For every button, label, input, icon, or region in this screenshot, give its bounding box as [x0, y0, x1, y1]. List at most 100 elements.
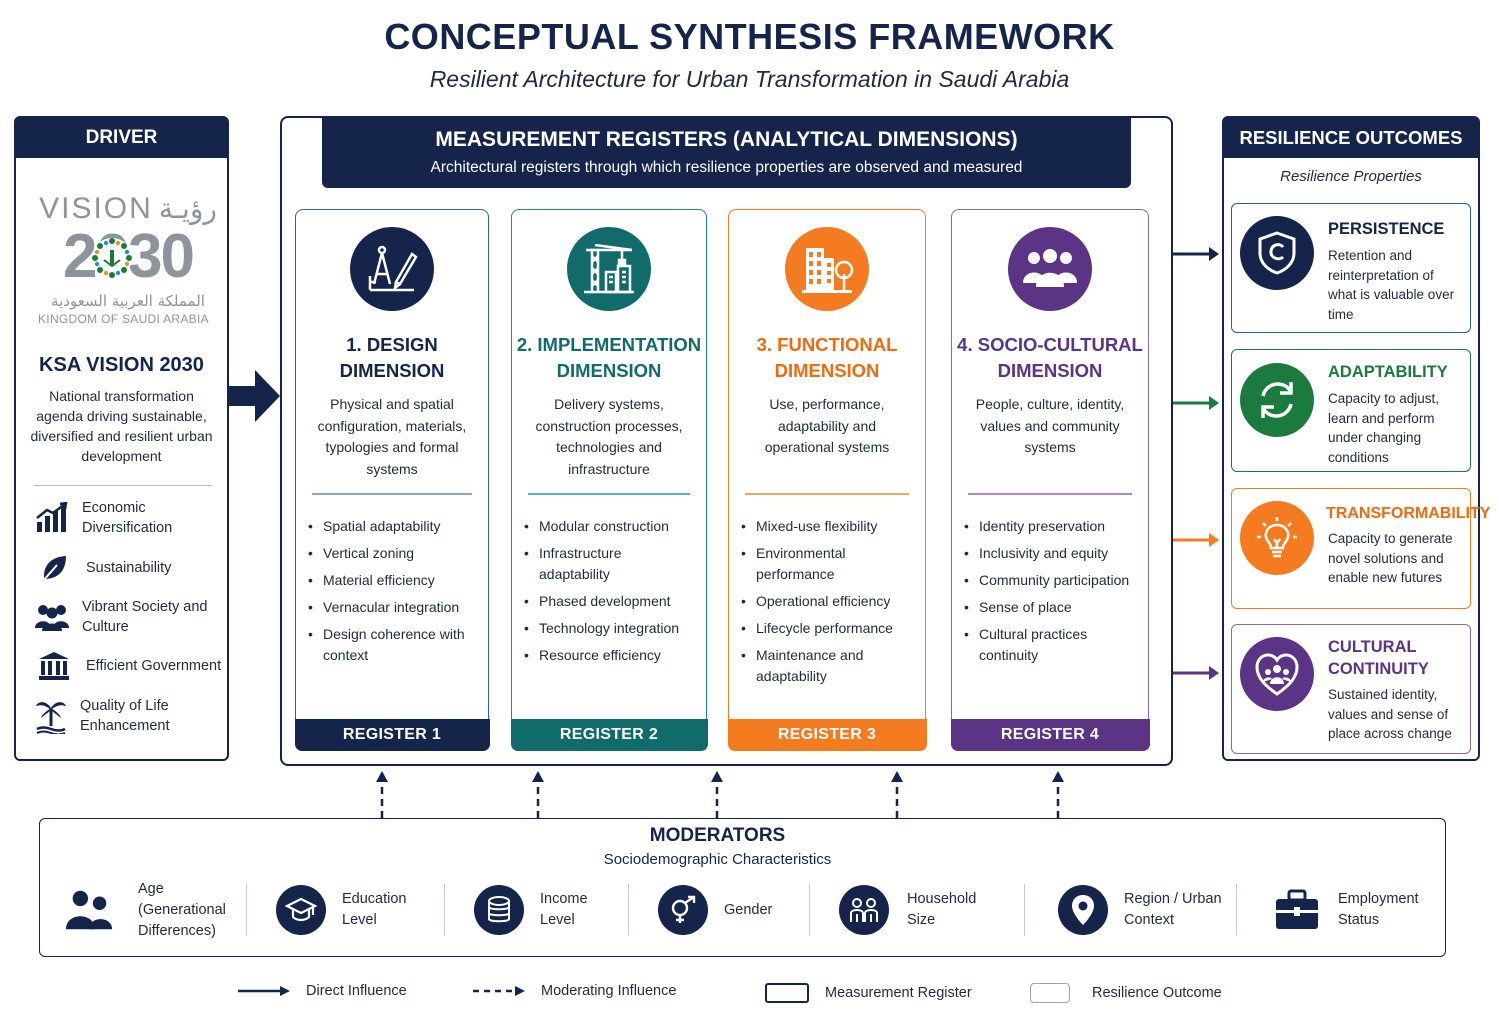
palm-tree-icon	[34, 698, 68, 734]
card-divider	[968, 493, 1132, 495]
list-item: Design coherence with context	[308, 624, 478, 666]
moderators-subtitle: Sociodemographic Characteristics	[603, 851, 832, 868]
legend-label: Moderating Influence	[541, 983, 677, 999]
list-item: Vernacular integration	[308, 597, 478, 618]
outcome-title: CULTURAL CONTINUITY	[1328, 638, 1429, 678]
driver-panel: DRIVER VISION رؤيـة 2030 المملكة العربية…	[14, 116, 229, 761]
pillar-vibrant-society: Vibrant Society and Culture	[34, 597, 224, 637]
drafting-tools-icon	[350, 227, 434, 311]
card-divider	[528, 493, 690, 495]
moderating-arrow-icon	[1052, 771, 1064, 818]
community-icon	[1008, 227, 1092, 311]
heart-people-icon	[1240, 637, 1314, 711]
card-divider	[745, 493, 909, 495]
moderator-separator	[809, 884, 810, 936]
moderator-separator	[628, 884, 629, 936]
register-card-socio-cultural: 4. SOCIO-CULTURAL DIMENSION People, cult…	[950, 209, 1150, 751]
coins-icon	[474, 885, 524, 935]
card-title-line2: DIMENSION	[774, 360, 880, 381]
register-label: REGISTER 1	[294, 718, 490, 751]
outcome-description: Capacity to adjust, learn and perform un…	[1328, 391, 1440, 465]
dashed-arrow-icon	[473, 986, 525, 996]
graduation-cap-icon	[276, 885, 326, 935]
page-subtitle: Resilient Architecture for Urban Transfo…	[429, 66, 1070, 92]
card-title-line1: 4. SOCIO-CULTURAL	[957, 334, 1143, 355]
moderator-education: Education Level	[276, 880, 422, 940]
arrow-to-persistence-icon	[1173, 247, 1219, 261]
pillar-sustainability: Sustainability	[34, 550, 224, 586]
pillar-quality-of-life: Quality of Life Enhancement	[34, 696, 224, 736]
leaf-icon	[34, 550, 74, 586]
list-item: Phased development	[524, 591, 696, 612]
moderator-employment: Employment Status	[1272, 880, 1438, 940]
outcome-description: Sustained identity, values and sense of …	[1328, 687, 1452, 741]
outcomes-subheading: Resilience Properties	[1280, 168, 1422, 185]
card-items: Spatial adaptability Vertical zoning Mat…	[308, 516, 478, 672]
moderating-arrow-icon	[891, 771, 903, 818]
outcome-swatch	[1030, 983, 1070, 1003]
card-divider	[312, 493, 472, 495]
moderator-label: Gender	[724, 901, 773, 918]
logo-vision-word: VISION	[39, 192, 153, 225]
list-item: Sense of place	[964, 597, 1138, 618]
moderator-separator	[1024, 884, 1025, 936]
legend-label: Measurement Register	[825, 985, 972, 1001]
card-title-line1: 2. IMPLEMENTATION	[516, 334, 702, 355]
card-title: 2. IMPLEMENTATION DIMENSION	[512, 332, 706, 384]
arrow-to-transformability-icon	[1173, 533, 1219, 547]
moderator-separator	[1236, 884, 1237, 936]
lightbulb-icon	[1240, 501, 1314, 575]
moderator-gender: Gender	[658, 880, 772, 940]
list-item: Inclusivity and equity	[964, 543, 1138, 564]
list-item: Vertical zoning	[308, 543, 478, 564]
legend-measurement-register: Measurement Register	[765, 983, 972, 1003]
outcome-title: PERSISTENCE	[1328, 220, 1445, 238]
pillar-label: Sustainability	[86, 560, 172, 576]
list-item: Technology integration	[524, 618, 696, 639]
resilience-outcomes-panel: RESILIENCE OUTCOMES Resilience Propertie…	[1222, 116, 1490, 761]
vision-2030-logo: VISION رؤيـة 2030 المملكة العربية السعود…	[38, 192, 218, 326]
moderator-income: Income Level	[474, 880, 610, 940]
card-description: Physical and spatial configuration, mate…	[317, 396, 467, 477]
logo-kingdom-arabic: المملكة العربية السعودية	[51, 292, 205, 310]
list-item: Community participation	[964, 570, 1138, 591]
register-label: REGISTER 3	[727, 718, 927, 751]
driver-title: KSA VISION 2030	[39, 354, 204, 376]
outcome-description: Capacity to generate novel solutions and…	[1328, 531, 1453, 585]
list-item: Modular construction	[524, 516, 696, 537]
legend-label: Resilience Outcome	[1092, 985, 1222, 1001]
shield-icon	[1240, 216, 1314, 290]
registers-heading: MEASUREMENT REGISTERS (ANALYTICAL DIMENS…	[435, 128, 1018, 151]
bar-chart-icon	[34, 500, 70, 536]
list-item: Maintenance and adaptability	[741, 645, 915, 687]
moderating-arrow-icon	[376, 771, 388, 818]
list-item: Environmental performance	[741, 543, 915, 585]
family-icon	[839, 885, 889, 935]
moderator-label: Region / Urban Context	[1124, 891, 1222, 928]
moderator-separator	[246, 884, 247, 936]
registers-subheading: Architectural registers through which re…	[430, 159, 1023, 176]
register-label: REGISTER 4	[950, 718, 1150, 751]
list-item: Identity preservation	[964, 516, 1138, 537]
gender-icon	[658, 885, 708, 935]
legend-moderating-influence: Moderating Influence	[473, 983, 676, 999]
list-item: Infrastructure adaptability	[524, 543, 696, 585]
card-title-line2: DIMENSION	[997, 360, 1103, 381]
moderator-label: Income Level	[540, 891, 588, 928]
solid-arrow-icon	[238, 986, 290, 996]
buildings-tree-icon	[785, 227, 869, 311]
pillar-label: Quality of Life Enhancement	[80, 698, 170, 734]
legend-resilience-outcome: Resilience Outcome	[1030, 983, 1222, 1003]
card-title-line2: DIMENSION	[339, 360, 445, 381]
list-item: Spatial adaptability	[308, 516, 478, 537]
pillar-label: Efficient Government	[86, 658, 222, 674]
register-swatch	[765, 983, 809, 1003]
moderators-title: MODERATORS	[649, 825, 786, 846]
map-pin-icon	[1058, 885, 1108, 935]
outcome-title: ADAPTABILITY	[1328, 363, 1448, 381]
refresh-icon	[1240, 363, 1314, 437]
people-icon	[64, 885, 114, 935]
logo-emblem-icon	[92, 238, 132, 278]
card-description: Use, performance, adaptability and opera…	[764, 396, 890, 455]
list-item: Operational efficiency	[741, 591, 915, 612]
